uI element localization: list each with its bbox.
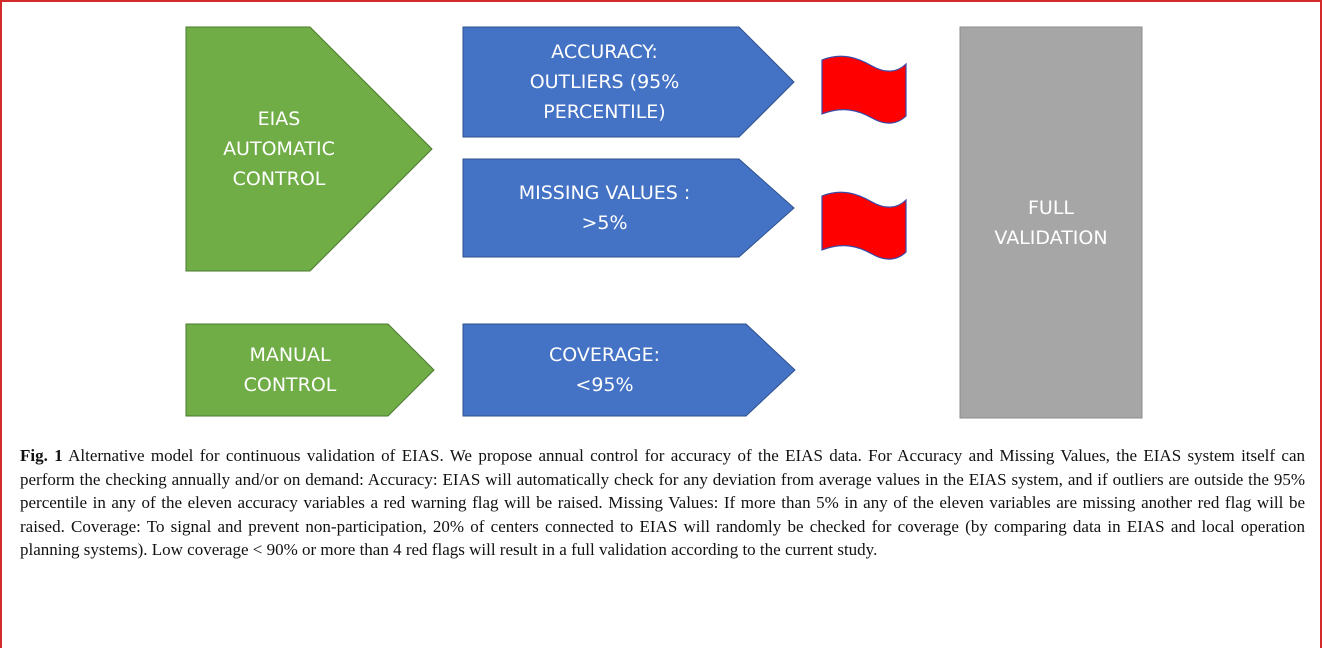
figure-label: Fig. 1	[20, 446, 63, 465]
coverage-label: COVERAGE: <95%	[548, 344, 661, 396]
eias-automatic-control-label: EIAS AUTOMATIC CONTROL	[223, 108, 335, 190]
red-flag-icon	[821, 55, 907, 124]
manual-control-shape	[185, 323, 435, 417]
caption-text: Alternative model for continuous validat…	[20, 446, 1305, 559]
missing-values-label: MISSING VALUES : >5%	[518, 182, 691, 234]
full-validation-shape	[959, 26, 1143, 419]
accuracy-shape	[462, 26, 795, 138]
eias-automatic-control-shape	[185, 26, 433, 272]
accuracy-label: ACCURACY: OUTLIERS (95% PERCENTILE)	[529, 41, 680, 123]
coverage-shape	[462, 323, 796, 417]
validation-diagram: EIAS AUTOMATIC CONTROL MANUAL CONTROL AC…	[185, 26, 1143, 419]
missing-values-shape	[462, 158, 795, 258]
full-validation-label: FULL VALIDATION	[994, 196, 1108, 249]
red-flag-icon	[821, 191, 907, 260]
figure-caption: Fig. 1 Alternative model for continuous …	[20, 444, 1305, 562]
manual-control-label: MANUAL CONTROL	[243, 344, 337, 396]
